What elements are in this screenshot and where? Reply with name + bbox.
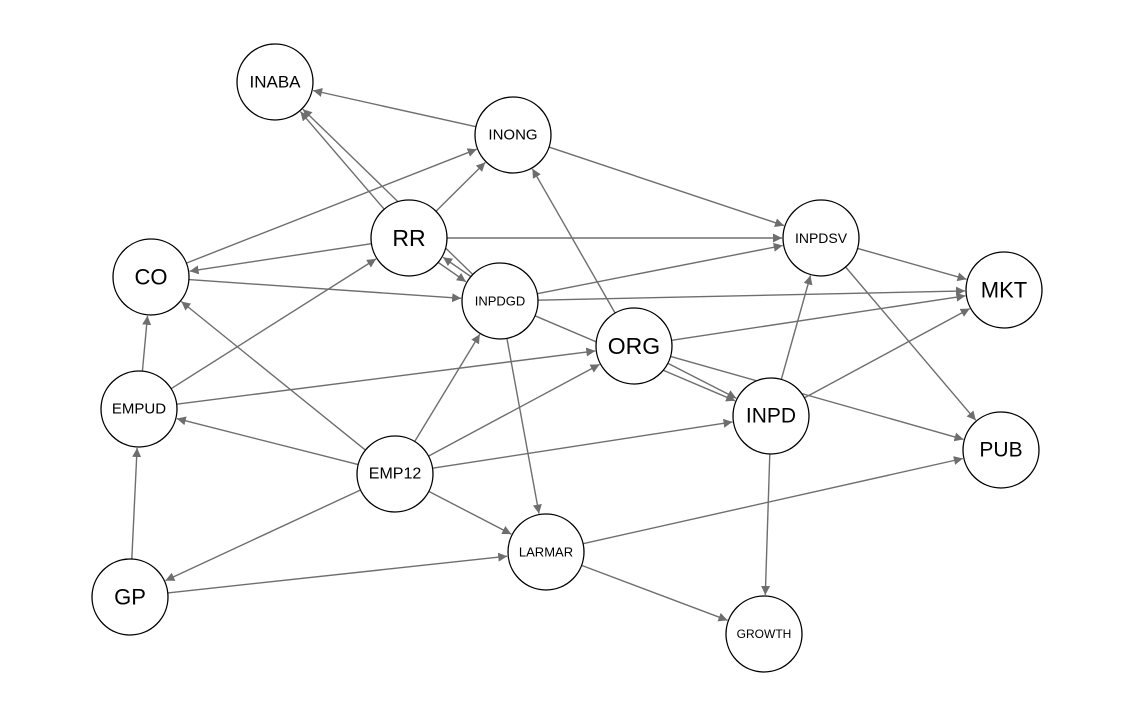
- node-circle: [782, 199, 860, 277]
- edge-inpd-to-inpdsv: [780, 275, 813, 380]
- node-circle: [595, 307, 673, 385]
- edge-larmar-to-growth: [581, 564, 728, 622]
- node-emp12: EMP12: [356, 435, 434, 513]
- edge-inong-to-inaba: [312, 88, 477, 128]
- edge-emp12-to-gp: [165, 489, 361, 582]
- node-label: RR: [392, 225, 425, 251]
- edge-rr-to-inong: [435, 161, 486, 212]
- edge-inpdsv-to-pub: [845, 266, 977, 421]
- node-inpd: INPD: [732, 377, 810, 455]
- edge-inpd-to-growth: [761, 453, 771, 596]
- node-label: EMP12: [369, 466, 422, 483]
- node-circle: [356, 435, 434, 513]
- edge-gp-to-empud: [131, 447, 142, 560]
- node-circle: [474, 96, 552, 174]
- node-circle: [112, 238, 190, 316]
- node-label: ORG: [608, 333, 660, 359]
- edge-org-to-inong: [531, 168, 616, 314]
- edge-org-to-mkt: [671, 292, 966, 341]
- node-gp: GP: [91, 558, 169, 636]
- edge-inpdsv-to-mkt: [857, 247, 967, 282]
- node-larmar: LARMAR: [507, 513, 585, 591]
- node-circle: [732, 377, 810, 455]
- node-circle: [91, 558, 169, 636]
- node-inong: INONG: [474, 96, 552, 174]
- node-label: GROWTH: [737, 627, 792, 641]
- node-rr: RR: [370, 199, 448, 277]
- edge-inpdgd-to-inpdsv: [537, 242, 783, 295]
- node-empud: EMPUD: [100, 370, 178, 448]
- node-label: LARMAR: [519, 545, 573, 560]
- node-label: INPDGD: [475, 294, 526, 309]
- node-org: ORG: [595, 307, 673, 385]
- edge-emp12-to-larmar: [428, 490, 512, 535]
- node-label: INABA: [249, 73, 301, 92]
- node-circle: [965, 251, 1043, 329]
- node-label: PUB: [979, 439, 1022, 462]
- edge-empud-to-rr: [170, 258, 377, 390]
- node-label: MKT: [981, 278, 1027, 303]
- edge-emp12-to-inpd: [432, 418, 733, 469]
- edge-rr-to-inpdgd: [437, 261, 467, 283]
- node-layer: INABA INONG RR CO INPDGD INPDSV MKT ORG EMPUD INP…: [91, 43, 1043, 673]
- node-label: INPD: [746, 405, 796, 428]
- edge-inpdgd-to-rr: [442, 256, 472, 278]
- edge-org-to-inpd: [667, 362, 737, 399]
- node-circle: [725, 595, 803, 673]
- node-inaba: INABA: [236, 43, 314, 121]
- node-pub: PUB: [962, 411, 1040, 489]
- node-inpdsv: INPDSV: [782, 199, 860, 277]
- edge-emp12-to-org: [428, 363, 600, 457]
- edge-rr-to-inaba: [299, 111, 385, 210]
- node-label: GP: [114, 585, 146, 610]
- node-circle: [370, 199, 448, 277]
- node-inpdgd: INPDGD: [461, 262, 539, 340]
- node-circle: [236, 43, 314, 121]
- edge-layer: [131, 88, 977, 622]
- node-label: INPDSV: [795, 230, 848, 246]
- node-co: CO: [112, 238, 190, 316]
- edge-inpdgd-to-larmar: [506, 338, 542, 514]
- edge-inong-to-inpdsv: [548, 146, 785, 228]
- edge-inpd-to-mkt: [804, 307, 971, 399]
- edge-rr-to-co: [189, 243, 372, 275]
- edge-emp12-to-empud: [176, 416, 359, 466]
- node-label: INONG: [488, 127, 537, 144]
- node-label: CO: [135, 265, 168, 290]
- edge-emp12-to-inpdgd: [414, 333, 481, 442]
- edge-larmar-to-pub: [582, 456, 964, 545]
- edge-emp12-to-co: [180, 300, 366, 451]
- node-circle: [962, 411, 1040, 489]
- edge-empud-to-co: [141, 315, 152, 372]
- node-circle: [507, 513, 585, 591]
- edge-empud-to-org: [176, 347, 596, 405]
- edge-org-to-pub: [670, 355, 964, 442]
- node-circle: [461, 262, 539, 340]
- edge-co-to-inong: [186, 148, 477, 264]
- node-circle: [100, 370, 178, 448]
- node-mkt: MKT: [965, 251, 1043, 329]
- edge-inpdgd-to-mkt: [537, 286, 966, 301]
- edge-co-to-inpdgd: [188, 278, 462, 303]
- node-label: EMPUD: [112, 401, 166, 418]
- edge-gp-to-larmar: [167, 552, 508, 594]
- node-growth: GROWTH: [725, 595, 803, 673]
